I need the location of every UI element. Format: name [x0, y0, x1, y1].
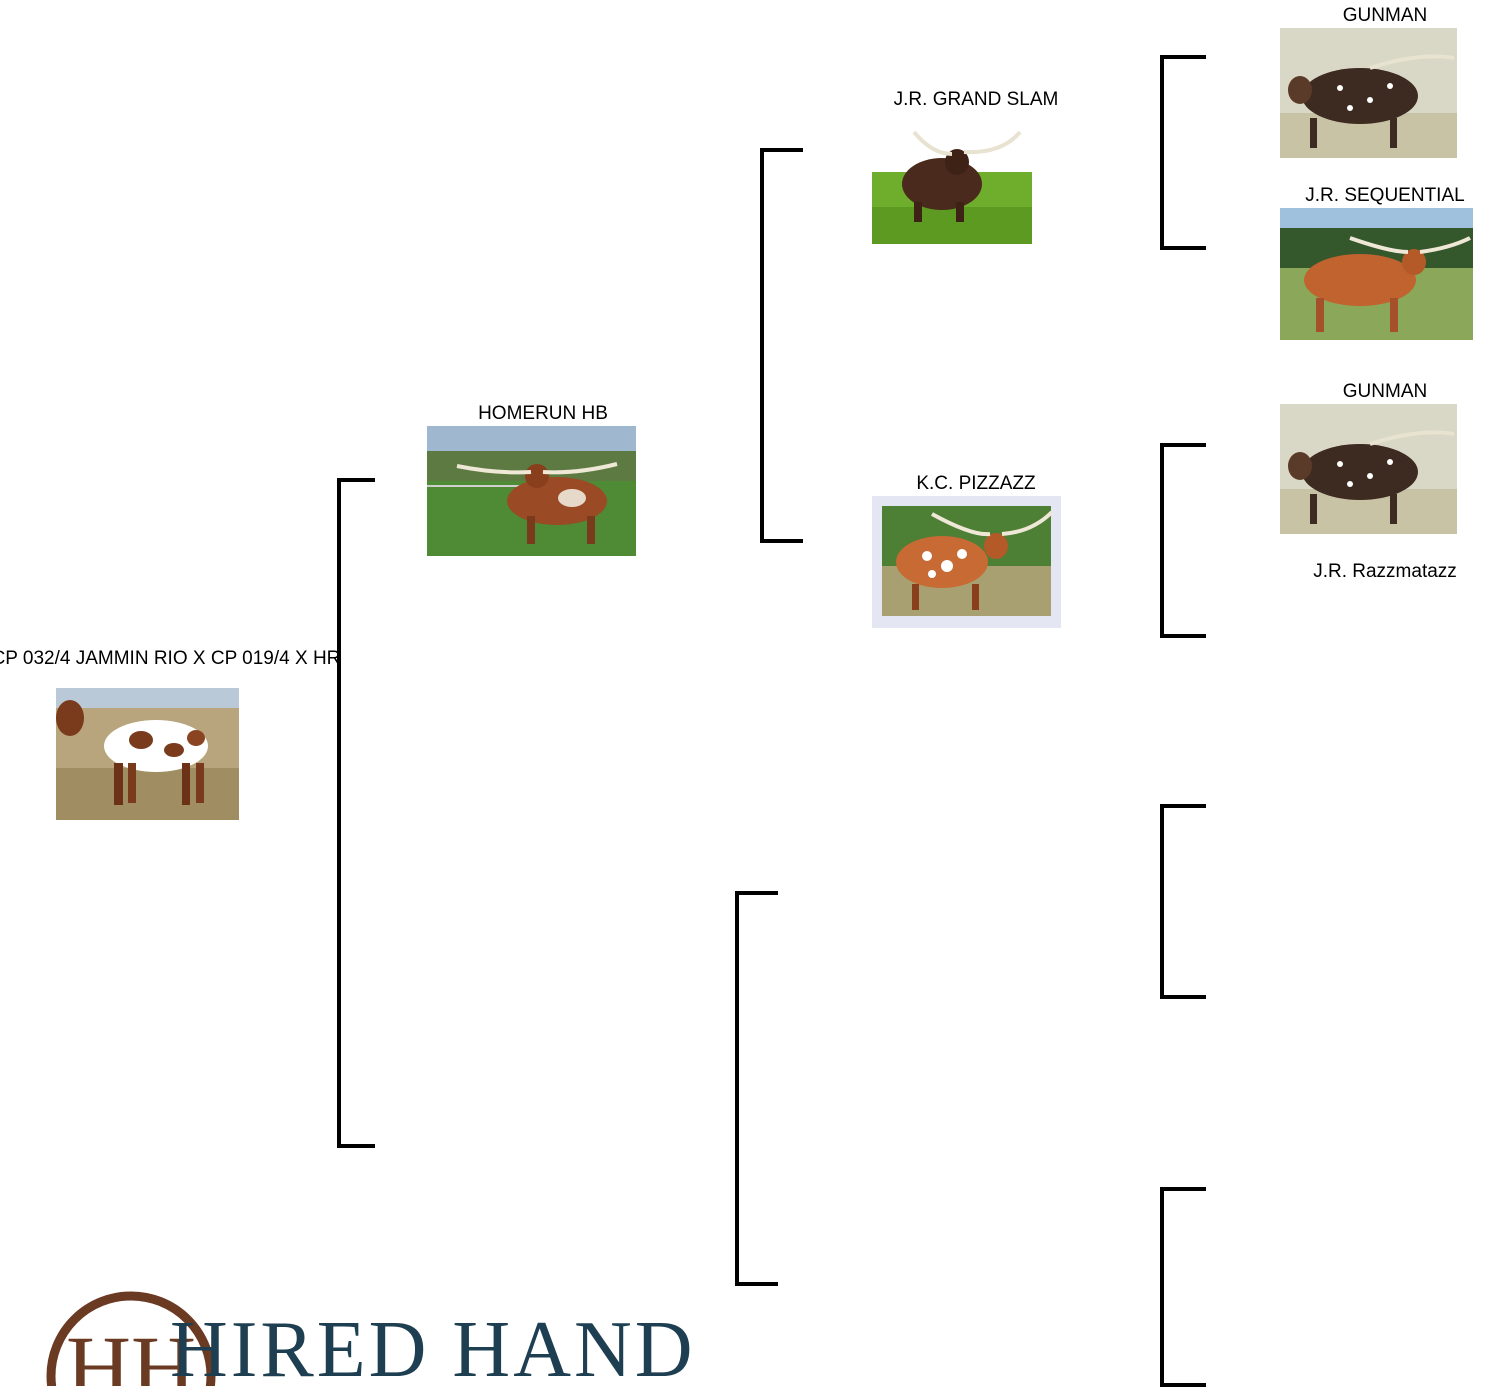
logo-text: HIRED HAND — [170, 1306, 696, 1394]
sire-dam-sire-photo[interactable] — [1280, 404, 1457, 534]
subject-name[interactable]: CP 032/4 JAMMIN RIO X CP 019/4 X HR — [0, 648, 341, 669]
sire-dam-sire-name[interactable]: GUNMAN — [1342, 381, 1428, 402]
sire-dam-name[interactable]: K.C. PIZZAZZ — [916, 473, 1036, 494]
bracket-dam-gen2 — [735, 891, 778, 1286]
bracket-sire-sire-gen3 — [1160, 55, 1206, 250]
sire-sire-dam-name[interactable]: J.R. SEQUENTIAL — [1305, 185, 1465, 206]
sire-photo[interactable] — [427, 426, 636, 556]
bracket-dam-dam-gen3 — [1160, 1187, 1206, 1387]
sire-name[interactable]: HOMERUN HB — [478, 403, 608, 424]
sire-sire-sire-photo[interactable] — [1280, 28, 1457, 158]
sire-dam-photo[interactable] — [872, 496, 1061, 628]
sire-sire-photo[interactable] — [872, 112, 1032, 244]
sire-sire-dam-photo[interactable] — [1280, 208, 1473, 340]
bracket-sire-gen2 — [760, 148, 803, 543]
subject-photo[interactable] — [56, 688, 239, 820]
bracket-sire-dam-gen3 — [1160, 443, 1206, 638]
sire-dam-dam-name[interactable]: J.R. Razzmatazz — [1313, 561, 1457, 582]
bracket-dam-sire-gen3 — [1160, 804, 1206, 999]
bracket-gen1 — [337, 478, 375, 1148]
sire-sire-name[interactable]: J.R. GRAND SLAM — [893, 89, 1059, 110]
sire-sire-sire-name[interactable]: GUNMAN — [1342, 5, 1428, 26]
